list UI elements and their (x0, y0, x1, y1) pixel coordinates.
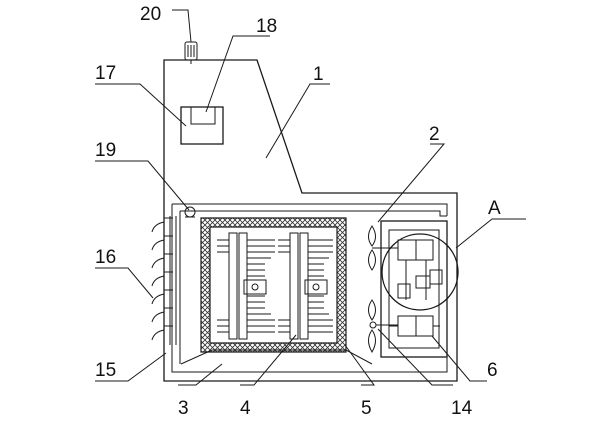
sensor-component (184, 41, 198, 64)
leader-lines (95, 9, 526, 386)
label-3: 3 (178, 398, 189, 419)
label-15: 15 (95, 360, 116, 381)
mesh-filter (200, 217, 347, 353)
drive-housing (380, 220, 448, 358)
label-4: 4 (240, 398, 251, 419)
control-box (180, 106, 224, 145)
label-5: 5 (361, 398, 372, 419)
heating-fins (217, 232, 333, 340)
fan-upper (368, 225, 398, 271)
label-6: 6 (487, 360, 498, 381)
part-labels: 20 18 17 1 19 2 A 16 15 6 3 4 5 14 (95, 4, 501, 419)
label-20: 20 (140, 4, 161, 25)
label-19: 19 (95, 140, 116, 161)
label-17: 17 (95, 63, 116, 84)
label-16: 16 (95, 247, 116, 268)
vent-louvers (151, 216, 177, 345)
label-a: A (488, 198, 501, 219)
label-14: 14 (451, 398, 473, 419)
nozzle (184, 206, 196, 218)
fan-lower (368, 299, 398, 353)
label-2: 2 (429, 124, 440, 145)
base-tray (180, 349, 373, 365)
label-1: 1 (313, 64, 324, 85)
label-18: 18 (256, 16, 277, 37)
housing (163, 59, 458, 382)
detail-circle-a (381, 233, 459, 311)
